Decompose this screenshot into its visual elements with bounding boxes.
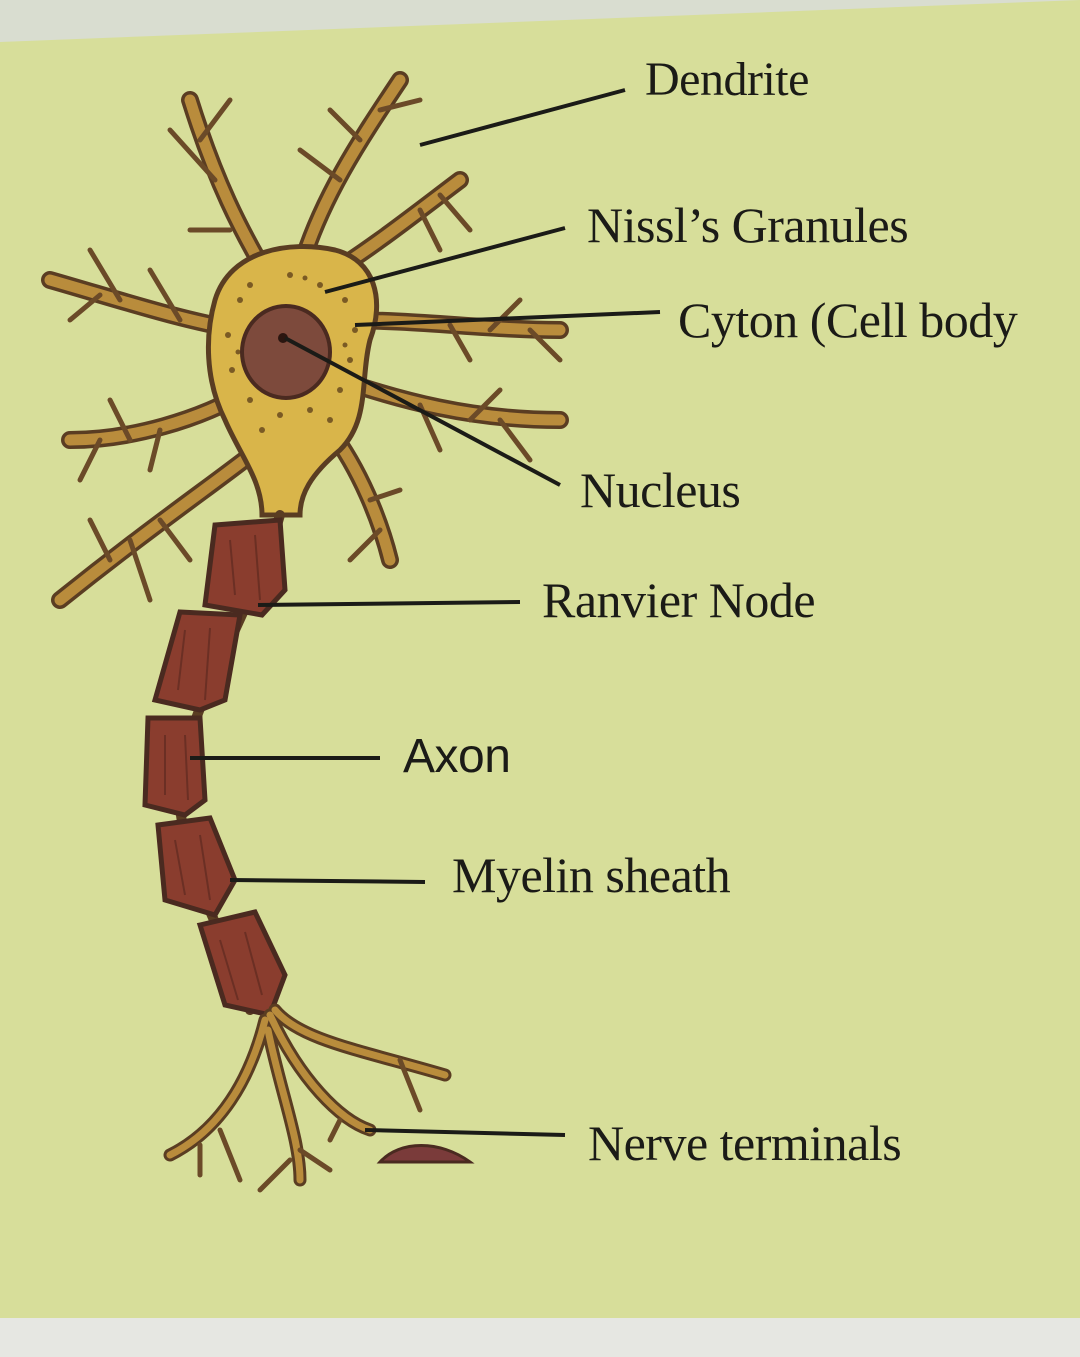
cell-body	[205, 244, 379, 518]
label-cyton: Cyton (Cell body	[678, 292, 1018, 348]
nucleus	[240, 304, 332, 400]
myelin-segment	[151, 609, 243, 713]
nissl-granules	[225, 272, 358, 433]
label-nissl-granules: Nissl’s Granules	[587, 197, 909, 253]
myelin-segment	[155, 815, 238, 918]
page-bottom-strip	[0, 1318, 1080, 1357]
label-ranvier-node: Ranvier Node	[542, 572, 816, 628]
label-dendrite: Dendrite	[645, 53, 809, 106]
myelin-segment	[142, 715, 208, 818]
leader-line-dendrite	[419, 88, 626, 147]
myelin-segment	[196, 909, 288, 1018]
leader-line-nissl	[324, 226, 566, 294]
myelin-segment	[202, 517, 288, 618]
label-axon: Axon	[403, 730, 511, 783]
label-nerve-terminals: Nerve terminals	[588, 1115, 902, 1171]
leader-line-cyton	[354, 310, 661, 327]
nerve-terminals	[163, 1003, 475, 1193]
synaptic-knob	[376, 1144, 475, 1164]
leader-line-nucleus	[284, 336, 561, 487]
leader-line-myelin	[229, 878, 426, 884]
leader-line-ranvier	[257, 600, 521, 607]
leader-line-terminals	[364, 1128, 566, 1137]
axon	[142, 510, 288, 1018]
leader-lines	[190, 88, 661, 1137]
label-myelin-sheath: Myelin sheath	[452, 847, 731, 903]
label-nucleus: Nucleus	[580, 462, 741, 518]
